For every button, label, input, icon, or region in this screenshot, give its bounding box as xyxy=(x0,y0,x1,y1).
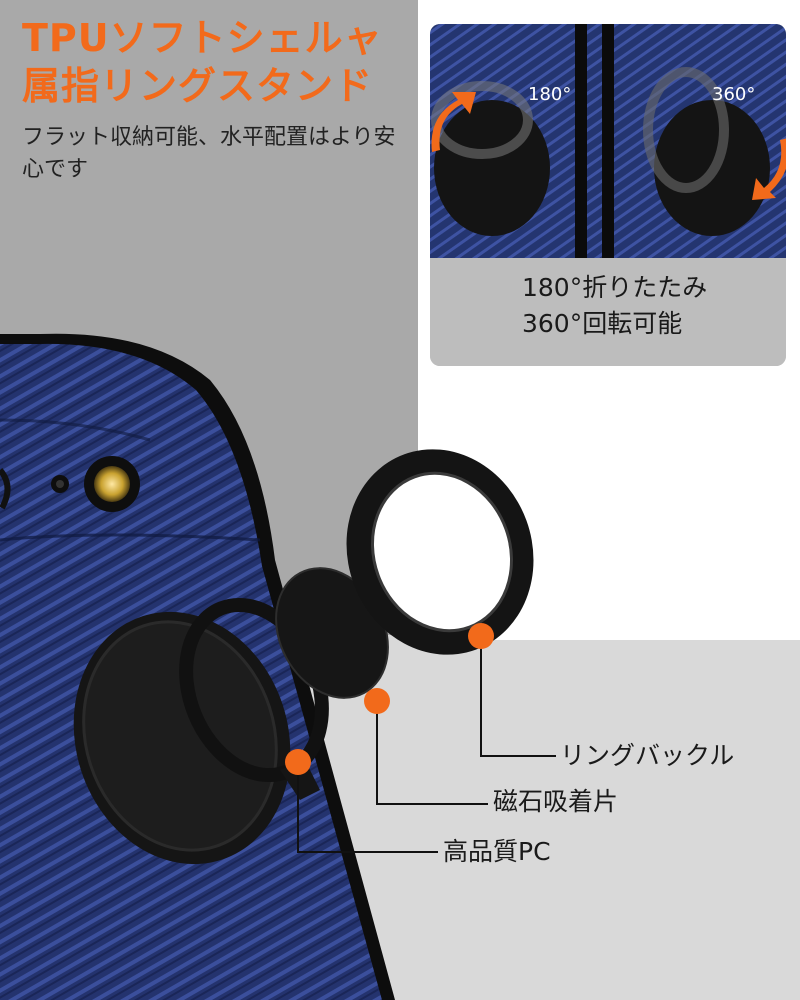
feature-description: フラット収納可能、水平配置はより安心です xyxy=(22,125,396,182)
inset-caption-fold: 180°折りたたみ xyxy=(522,273,708,302)
rotation-inset xyxy=(430,24,786,366)
angle-label-180: 180° xyxy=(528,84,572,105)
inset-caption-rotate: 360°回転可能 xyxy=(522,309,683,338)
callout-label-magnet: 磁石吸着片 xyxy=(493,787,619,816)
callout-dot-magnet xyxy=(364,688,390,714)
callout-dot-pc xyxy=(285,749,311,775)
callout-label-ring-buckle: リングバックル xyxy=(560,741,735,770)
callout-label-pc: 高品質PC xyxy=(443,837,551,866)
pc-ring-holder xyxy=(73,597,329,865)
callout-dot-ring-buckle xyxy=(468,623,494,649)
camera-module xyxy=(0,456,140,512)
headline-line-1: TPUソフトシェルャ xyxy=(22,16,383,60)
callout-leaders xyxy=(297,636,556,853)
headline-line-2: 属指リングスタンド xyxy=(22,64,374,108)
angle-label-360: 360° xyxy=(712,84,756,105)
ring-buckle xyxy=(346,449,534,655)
